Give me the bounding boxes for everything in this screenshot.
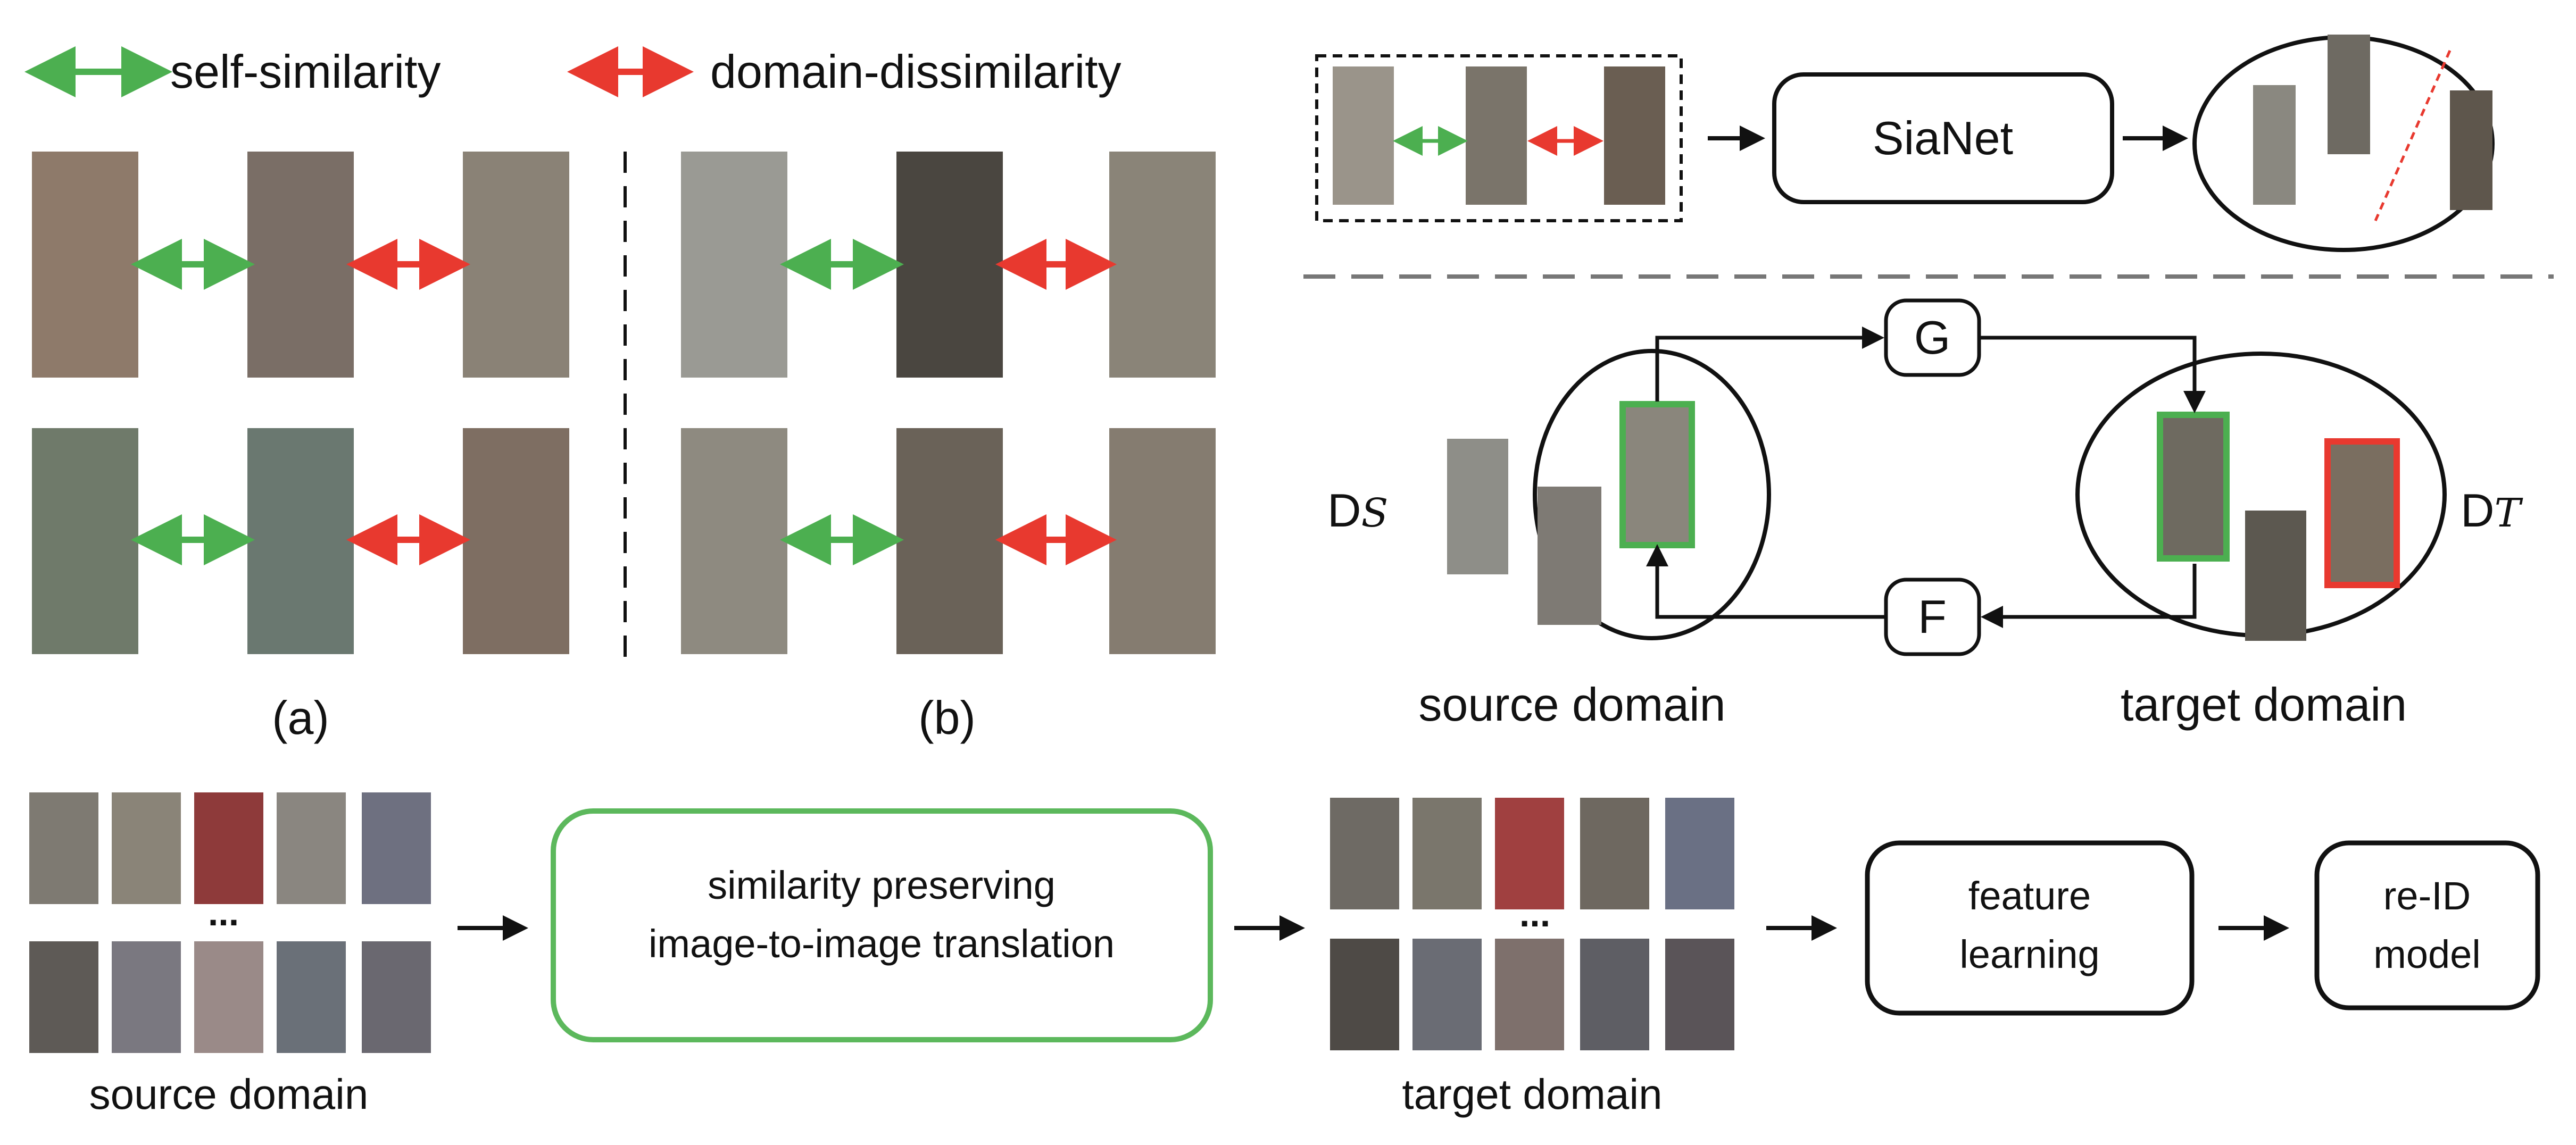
- person-photo: [1330, 798, 1399, 909]
- person-photo: [2253, 85, 2296, 205]
- person-photo: [1447, 439, 1508, 574]
- legend: self-similarity domain-dissimilarity: [24, 45, 1121, 98]
- feature-learning-line2: learning: [1959, 932, 2099, 976]
- person-photo: [1665, 939, 1734, 1050]
- source-selected-photo: [1619, 401, 1695, 548]
- source-domain-label: source domain: [1418, 678, 1725, 731]
- feature-learning-box: [1865, 840, 2195, 1016]
- person-photo: [29, 792, 98, 904]
- input-triplet-box: [1315, 54, 1683, 222]
- person-photo: [896, 428, 1003, 654]
- person-photo: [1538, 487, 1601, 625]
- person-photo: [1495, 939, 1564, 1050]
- target-translated-photo: [2157, 412, 2230, 562]
- sianet-section: SiaNet: [1315, 35, 2495, 252]
- person-photo: [896, 152, 1003, 378]
- person-photo: [247, 152, 354, 378]
- panel-label-b: (b): [918, 691, 976, 744]
- domain-translation-section: G F DS DT source domain target domain: [1327, 298, 2523, 731]
- person-photo: [1665, 798, 1734, 909]
- person-photo: [247, 428, 354, 654]
- person-photo: [112, 792, 181, 904]
- f-path: [1646, 544, 1886, 619]
- person-photo: [1412, 798, 1482, 909]
- legend-domain-dissimilarity-label: domain-dissimilarity: [710, 45, 1121, 98]
- reid-model-box: [2314, 840, 2540, 1010]
- person-photo: [112, 941, 181, 1053]
- legend-self-similarity-label: self-similarity: [170, 45, 441, 98]
- example-pairs-panel: (a) (b): [32, 152, 1216, 744]
- source-domain-symbol: DS: [1327, 484, 1388, 537]
- panel-label-a: (a): [272, 691, 329, 744]
- person-photo: [1466, 66, 1527, 205]
- translation-box: [551, 808, 1213, 1042]
- bottom-target-domain-label: target domain: [1402, 1071, 1662, 1118]
- translation-label-line1: similarity preserving: [708, 863, 1056, 907]
- g-path: [1655, 327, 1884, 402]
- reid-model-line1: re-ID: [2383, 874, 2471, 918]
- target-negative-photo: [2324, 438, 2400, 588]
- person-photo: [2450, 90, 2492, 210]
- person-photo: [194, 792, 263, 904]
- person-photo: [32, 428, 138, 654]
- person-photo: [32, 152, 138, 378]
- target-domain-label: target domain: [2121, 678, 2407, 731]
- person-photo: [362, 941, 431, 1053]
- person-photo: [277, 941, 346, 1053]
- person-photo: [1412, 939, 1482, 1050]
- person-photo: [1333, 66, 1394, 205]
- person-photo: [362, 792, 431, 904]
- person-photo: [463, 152, 569, 378]
- person-photo: [681, 152, 787, 378]
- person-photo: [681, 428, 787, 654]
- person-photo: [194, 941, 263, 1053]
- person-photo: [1109, 428, 1216, 654]
- person-photo: [463, 428, 569, 654]
- f-label: F: [1918, 590, 1947, 643]
- person-photo: [1580, 939, 1649, 1050]
- person-photo: [2328, 35, 2370, 154]
- sianet-label: SiaNet: [1873, 112, 2013, 164]
- reid-model-line2: model: [2373, 932, 2481, 976]
- pipeline-section: ... source domain similarity preserving …: [29, 792, 2540, 1118]
- bottom-source-domain-label: source domain: [89, 1071, 369, 1118]
- f-path-in: [1981, 564, 2197, 628]
- person-photo: [1109, 152, 1216, 378]
- person-photo: [29, 941, 98, 1053]
- sianet-box: [1772, 72, 2114, 204]
- target-ellipsis: ...: [1519, 893, 1550, 934]
- g-path-out: [1979, 336, 2206, 413]
- person-photo: [1495, 798, 1564, 909]
- person-photo: [1580, 798, 1649, 909]
- person-photo: [1604, 66, 1665, 205]
- target-domain-symbol: DT: [2461, 484, 2523, 537]
- source-ellipsis: ...: [208, 892, 239, 933]
- person-photo: [2245, 511, 2306, 641]
- decision-boundary: [2374, 49, 2452, 222]
- feature-learning-line1: feature: [1968, 874, 2091, 918]
- translation-label-line2: image-to-image translation: [649, 922, 1115, 966]
- g-label: G: [1914, 311, 1950, 364]
- person-photo: [1330, 939, 1399, 1050]
- person-photo: [277, 792, 346, 904]
